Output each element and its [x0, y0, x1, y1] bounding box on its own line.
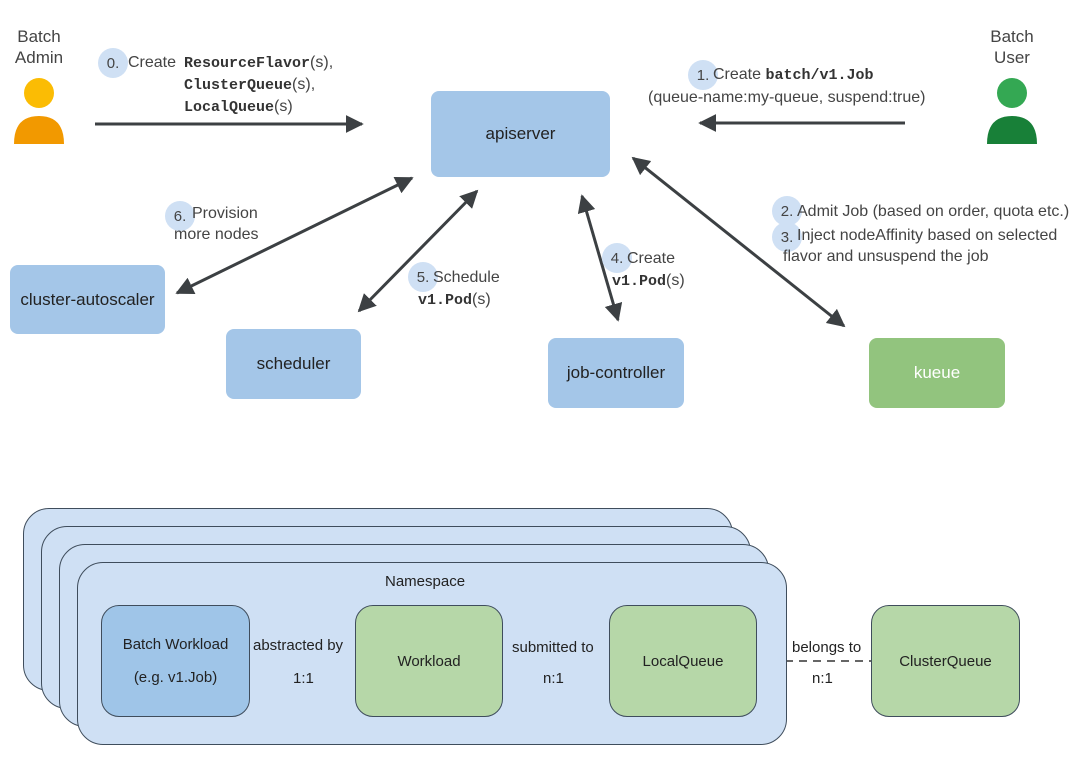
apiserver-box: apiserver — [431, 91, 610, 177]
step-0-items: ResourceFlavor(s), ClusterQueue(s), Loca… — [184, 54, 334, 116]
namespace-title: Namespace — [385, 573, 466, 590]
step-6-badge: 6. — [165, 201, 195, 231]
belongs-to-ratio: n:1 — [812, 670, 833, 687]
step-4-object: v1.Pod(s) — [612, 272, 685, 290]
step-5-badge: 5. — [408, 262, 438, 292]
batch-user-icon — [987, 78, 1037, 144]
step-2-text: Admit Job (based on order, quota etc.) — [797, 203, 1070, 220]
step-3-text: Inject nodeAffinity based on selected fl… — [783, 227, 1058, 265]
step-0-badge: 0. — [98, 48, 128, 78]
batch-workload-box: Batch Workload (e.g. v1.Job) — [101, 605, 250, 717]
clusterqueue-box: ClusterQueue — [871, 605, 1020, 717]
step-3-badge: 3. — [772, 222, 802, 252]
workload-box: Workload — [355, 605, 503, 717]
step-1-detail: (queue-name:my-queue, suspend:true) — [648, 89, 926, 106]
step-0-word: Create — [128, 54, 177, 71]
scheduler-box: scheduler — [226, 329, 361, 399]
abstracted-by-label: abstracted by — [253, 637, 344, 654]
submitted-to-ratio: n:1 — [543, 670, 564, 687]
abstracted-by-ratio: 1:1 — [293, 670, 314, 687]
step-5-object: v1.Pod(s) — [418, 291, 491, 309]
apiserver-scheduler-arrow — [357, 189, 479, 313]
step-1-text: Create batch/v1.Job — [713, 66, 874, 84]
step-4-badge: 4. — [602, 243, 632, 273]
step-6-text: Provision more nodes — [174, 205, 259, 243]
step-4-text: Create — [627, 250, 676, 267]
localqueue-box: LocalQueue — [609, 605, 757, 717]
step-5-text: Schedule — [433, 269, 500, 286]
submitted-to-label: submitted to — [512, 639, 594, 656]
apiserver-jobcontroller-arrow — [577, 194, 623, 322]
step-2-badge: 2. — [772, 196, 802, 226]
kueue-box: kueue — [869, 338, 1005, 408]
step-1-badge: 1. — [688, 60, 718, 90]
belongs-to-label: belongs to — [792, 639, 862, 656]
batch-admin-icon — [14, 78, 64, 144]
job-controller-box: job-controller — [548, 338, 684, 408]
cluster-autoscaler-box: cluster-autoscaler — [10, 265, 165, 334]
apiserver-kueue-arrow — [631, 156, 846, 328]
